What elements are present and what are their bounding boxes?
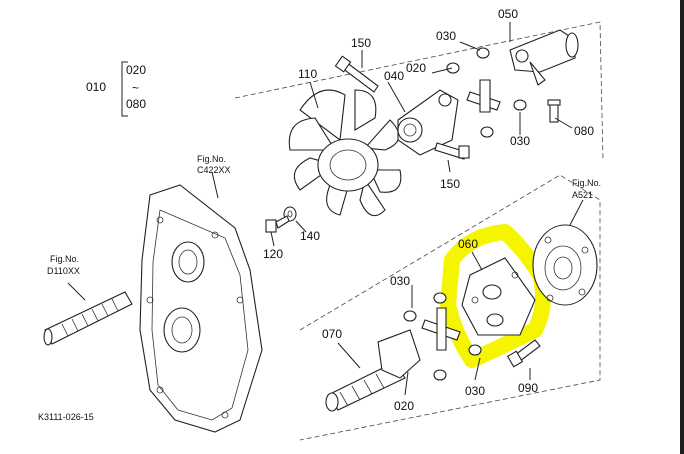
callout-150-lower: 150 bbox=[440, 177, 460, 191]
diagram-id-label: K3111-026-15 bbox=[38, 412, 94, 422]
fig-ref-prefix-3: Fig.No. bbox=[572, 178, 601, 188]
fig-ref-prefix-2: Fig.No. bbox=[50, 254, 79, 264]
highlight-marker bbox=[440, 224, 552, 368]
bolt-150-lower bbox=[434, 142, 470, 160]
bolt-090 bbox=[506, 339, 541, 368]
callout-090: 090 bbox=[518, 381, 538, 395]
gear-case-housing bbox=[139, 184, 263, 433]
drive-shaft-070 bbox=[325, 329, 421, 412]
range-from-label: 020 bbox=[126, 63, 146, 77]
flange-yoke-060 bbox=[461, 257, 536, 336]
range-tilde-label: ~ bbox=[132, 81, 139, 95]
callout-020-lower: 020 bbox=[394, 399, 414, 413]
callout-040: 040 bbox=[384, 69, 404, 83]
callout-060: 060 bbox=[458, 237, 478, 251]
range-to-label: 080 bbox=[126, 97, 146, 111]
yoke-housing-040 bbox=[397, 89, 459, 156]
callout-030-lower-right: 030 bbox=[465, 384, 485, 398]
leader-lines bbox=[67, 22, 584, 396]
snap-rings-030-top bbox=[446, 47, 527, 138]
callout-030-lower-left: 030 bbox=[390, 274, 410, 288]
fig-ref-prefix-1: Fig.No. bbox=[197, 154, 226, 164]
callout-020-top: 020 bbox=[406, 61, 426, 75]
fig-ref-code-3: A521 bbox=[572, 190, 593, 200]
callout-080: 080 bbox=[574, 124, 594, 138]
bolt-150-top bbox=[334, 55, 379, 93]
range-main-label: 010 bbox=[86, 80, 106, 94]
cross-joint-020-lower bbox=[421, 307, 461, 351]
cooling-fan bbox=[288, 89, 402, 217]
snap-rings-030-lower bbox=[403, 292, 482, 381]
fig-ref-code-2: D110XX bbox=[47, 266, 80, 276]
cover-plate-a521 bbox=[532, 224, 598, 306]
callout-110: 110 bbox=[298, 67, 317, 81]
grease-nipple-080 bbox=[547, 99, 561, 123]
cross-joint-020-top bbox=[466, 79, 501, 113]
yoke-050 bbox=[509, 29, 579, 86]
callout-030-top-right: 030 bbox=[510, 134, 530, 148]
input-shaft bbox=[43, 291, 133, 346]
callout-120: 120 bbox=[263, 247, 283, 261]
callout-070: 070 bbox=[322, 327, 342, 341]
callout-030-top-left: 030 bbox=[436, 29, 456, 43]
bolt-120 bbox=[265, 215, 290, 233]
fig-ref-code-1: C422XX bbox=[197, 165, 231, 175]
callout-050: 050 bbox=[498, 7, 518, 21]
callout-140: 140 bbox=[300, 229, 320, 243]
lower-group-frame bbox=[299, 174, 601, 441]
callout-150-top: 150 bbox=[351, 36, 371, 50]
